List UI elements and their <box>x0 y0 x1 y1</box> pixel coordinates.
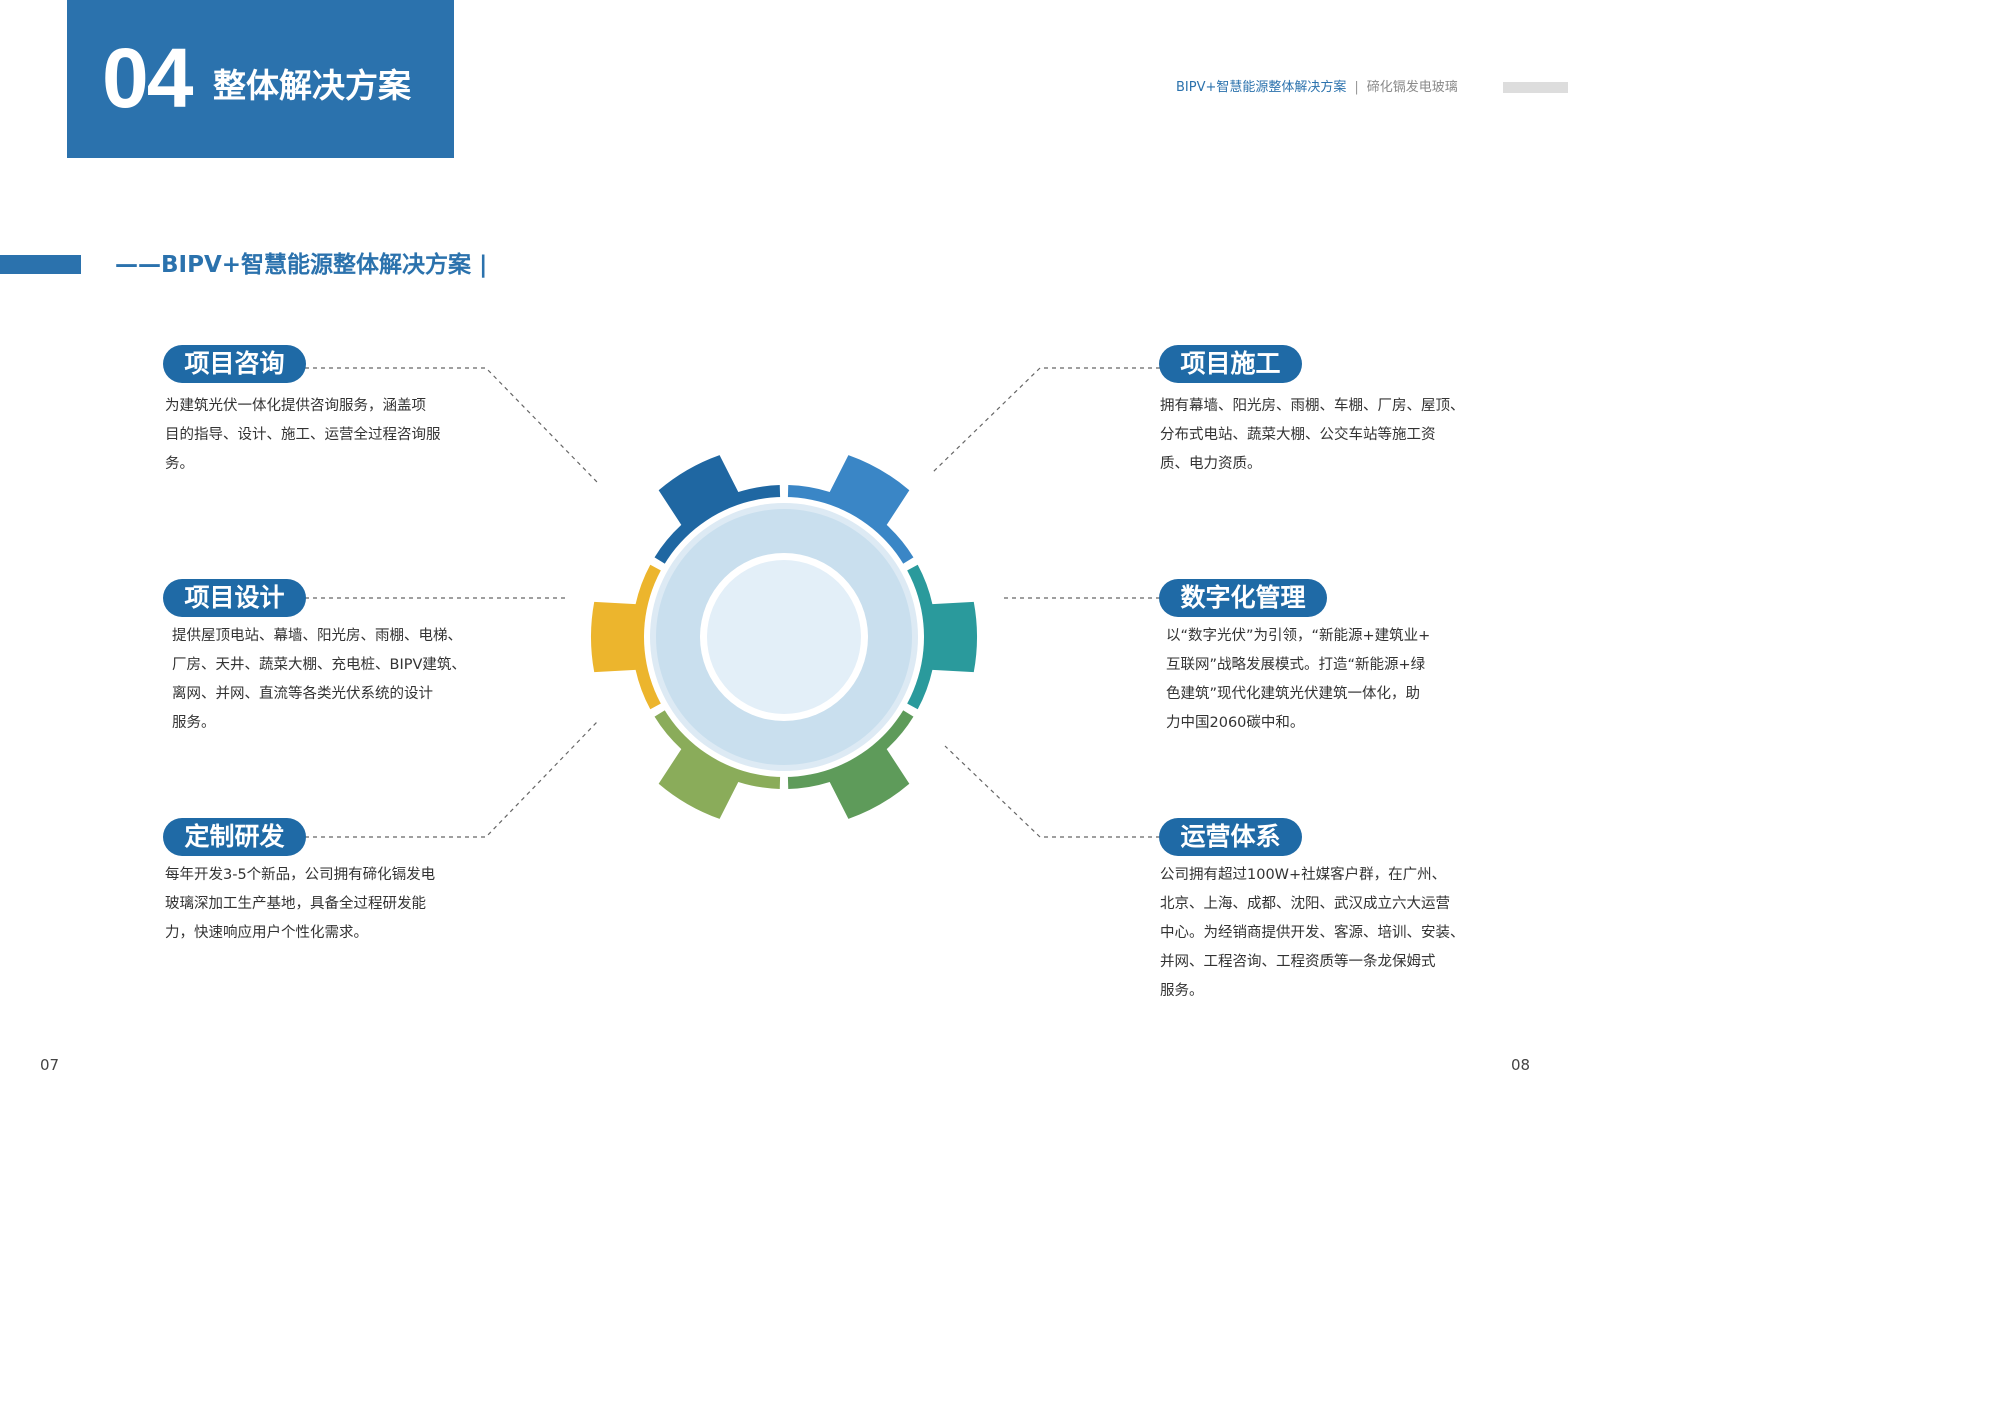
desc-project-design: 提供屋顶电站、幕墙、阳光房、雨棚、电梯、 厂房、天井、蔬菜大棚、充电桩、BIPV… <box>172 622 466 738</box>
pill-digital-management: 数字化管理 <box>1159 579 1327 617</box>
desc-line: 力，快速响应用户个性化需求。 <box>165 925 368 941</box>
desc-line: 分布式电站、蔬菜大棚、公交车站等施工资 <box>1160 427 1436 443</box>
running-separator: | <box>1354 80 1359 95</box>
desc-line: 每年开发3-5个新品，公司拥有碲化镉发电 <box>165 867 436 883</box>
desc-line: 质、电力资质。 <box>1160 456 1262 472</box>
page-number-right: 08 <box>1511 1056 1531 1074</box>
page-edge-tab <box>1503 82 1568 93</box>
desc-line: 色建筑”现代化建筑光伏建筑一体化，助 <box>1166 686 1421 702</box>
desc-line: 目的指导、设计、施工、运营全过程咨询服 <box>165 427 441 443</box>
desc-line: 服务。 <box>1160 983 1204 999</box>
section-title: ——BIPV+智慧能源整体解决方案 | <box>115 252 488 278</box>
desc-line: 拥有幕墙、阳光房、雨棚、车棚、厂房、屋顶、 <box>1160 398 1465 414</box>
desc-line: 厂房、天井、蔬菜大棚、充电桩、BIPV建筑、 <box>172 657 466 673</box>
desc-line: 为建筑光伏一体化提供咨询服务，涵盖项 <box>165 398 426 414</box>
section-accent-bar <box>0 255 81 274</box>
pill-project-design: 项目设计 <box>163 579 306 617</box>
desc-line: 公司拥有超过100W+社媒客户群，在广州、 <box>1160 867 1447 883</box>
desc-line: 以“数字光伏”为引领，“新能源+建筑业+ <box>1166 628 1431 644</box>
desc-operation-system: 公司拥有超过100W+社媒客户群，在广州、 北京、上海、成都、沈阳、武汉成立六大… <box>1160 861 1465 1006</box>
desc-line: 玻璃深加工生产基地，具备全过程研发能 <box>165 896 426 912</box>
chapter-title: 整体解决方案 <box>213 66 411 105</box>
desc-line: 服务。 <box>172 715 216 731</box>
chapter-number: 04 <box>102 31 193 125</box>
running-subtitle: 碲化镉发电玻璃 <box>1366 80 1458 95</box>
page-number-left: 07 <box>40 1056 60 1074</box>
desc-digital-management: 以“数字光伏”为引领，“新能源+建筑业+ 互联网”战略发展模式。打造“新能源+绿… <box>1166 622 1430 738</box>
desc-line: 北京、上海、成都、沈阳、武汉成立六大运营 <box>1160 896 1450 912</box>
desc-custom-rnd: 每年开发3-5个新品，公司拥有碲化镉发电 玻璃深加工生产基地，具备全过程研发能 … <box>165 861 435 948</box>
pill-project-consulting: 项目咨询 <box>163 345 306 383</box>
gear-diagram <box>590 455 978 819</box>
desc-line: 互联网”战略发展模式。打造“新能源+绿 <box>1166 657 1426 673</box>
pill-project-construction: 项目施工 <box>1159 345 1302 383</box>
running-title: BIPV+智慧能源整体解决方案 <box>1176 80 1347 95</box>
connector-rnd <box>305 721 598 838</box>
desc-line: 力中国2060碳中和。 <box>1166 715 1305 731</box>
pill-operation-system: 运营体系 <box>1159 818 1302 856</box>
gear-hub-inner <box>707 560 861 714</box>
desc-line: 并网、工程咨询、工程资质等一条龙保姆式 <box>1160 954 1436 970</box>
desc-line: 中心。为经销商提供开发、客源、培训、安装、 <box>1160 925 1465 941</box>
desc-line: 提供屋顶电站、幕墙、阳光房、雨棚、电梯、 <box>172 628 462 644</box>
chapter-header-block <box>67 0 454 158</box>
desc-project-consulting: 为建筑光伏一体化提供咨询服务，涵盖项 目的指导、设计、施工、运营全过程咨询服 务… <box>165 392 441 479</box>
desc-project-construction: 拥有幕墙、阳光房、雨棚、车棚、厂房、屋顶、 分布式电站、蔬菜大棚、公交车站等施工… <box>1160 392 1465 479</box>
desc-line: 务。 <box>165 456 194 472</box>
desc-line: 离网、并网、直流等各类光伏系统的设计 <box>172 686 433 702</box>
running-header: BIPV+智慧能源整体解决方案 | 碲化镉发电玻璃 <box>1176 79 1458 97</box>
pill-custom-rnd: 定制研发 <box>163 818 306 856</box>
